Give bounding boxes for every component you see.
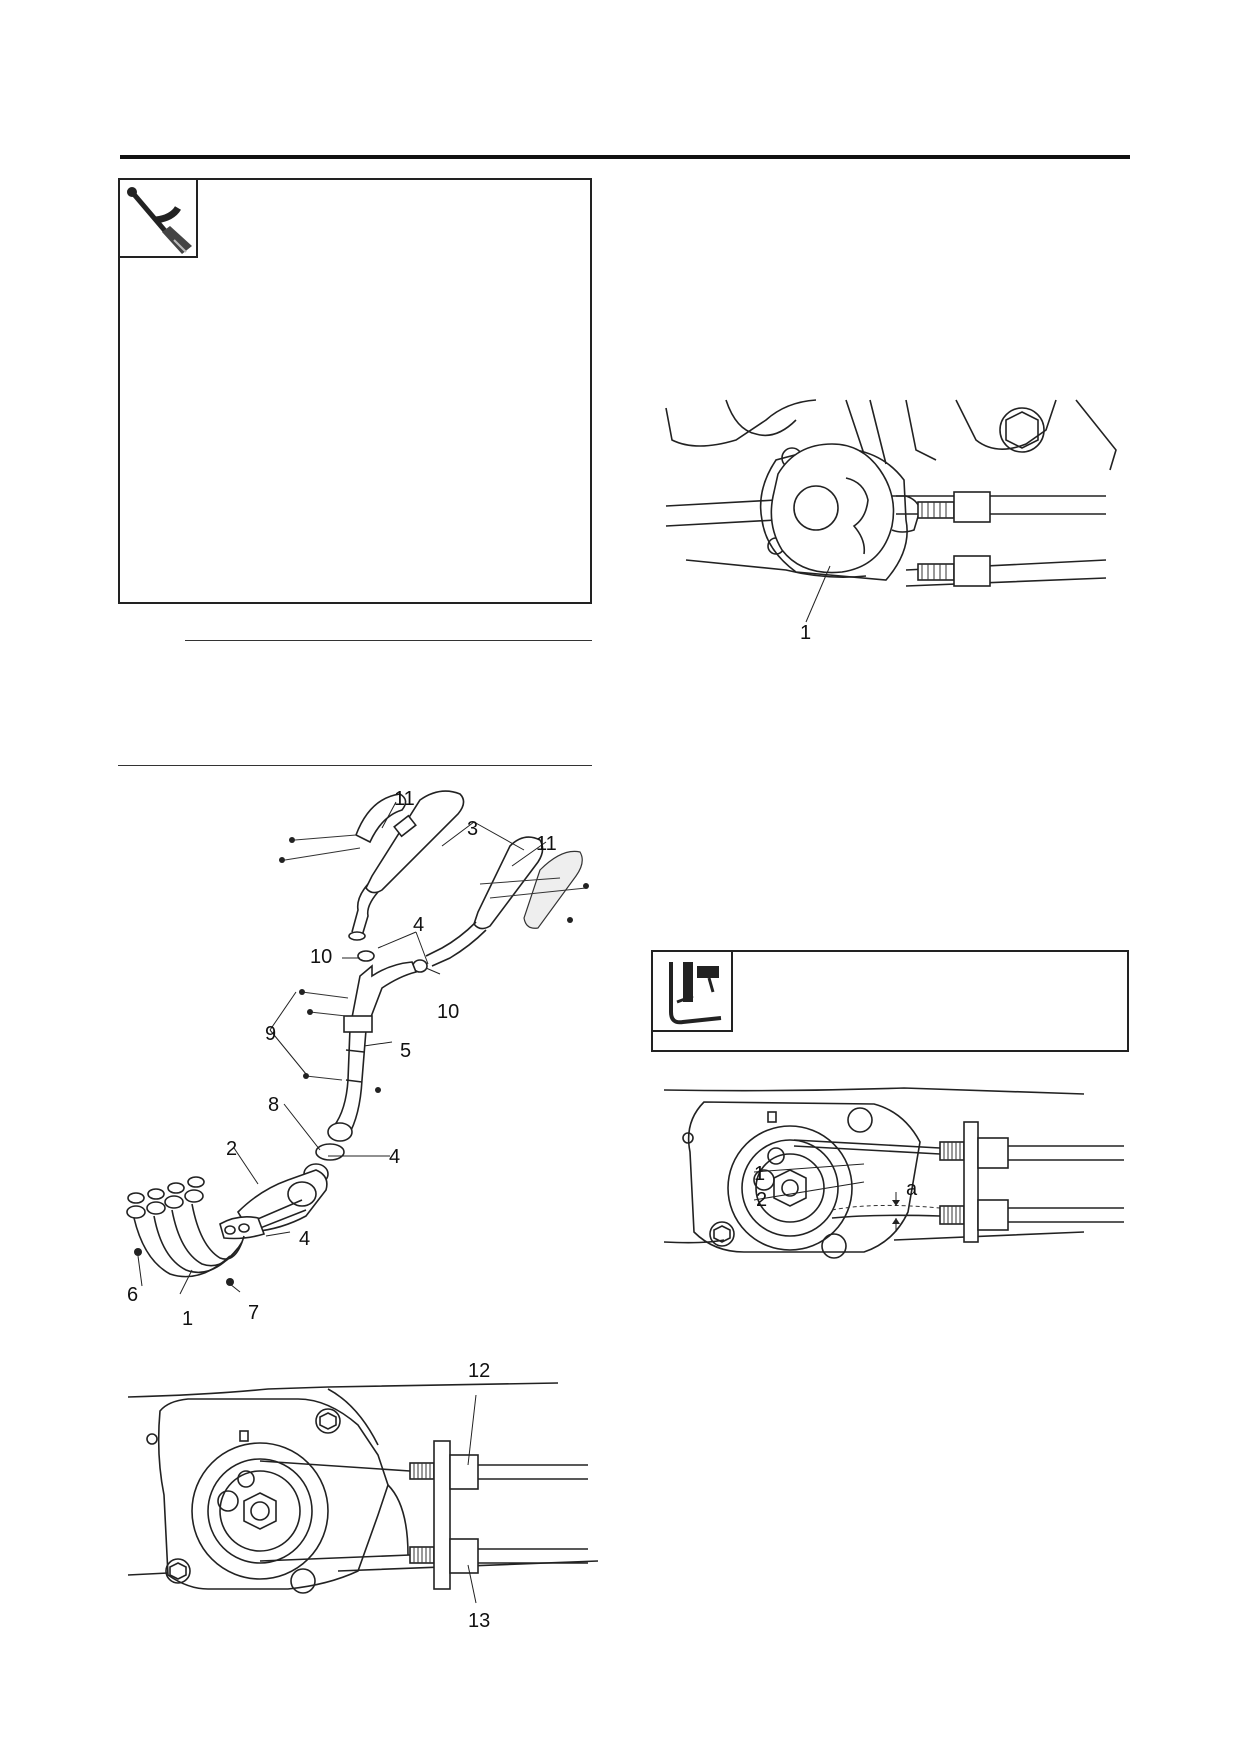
header-rule	[120, 155, 1130, 159]
callout-label: 8	[268, 1094, 280, 1116]
divider-rule	[118, 765, 592, 766]
callout-label: 6	[127, 1284, 139, 1306]
throttle-pulley-cable-diagram	[127, 1382, 599, 1604]
divider-rule	[185, 640, 592, 641]
torque-wrench-icon	[118, 178, 198, 258]
callout-label: 1	[800, 622, 812, 644]
callout-label: 10	[310, 946, 333, 968]
vernier-caliper-icon	[651, 950, 733, 1032]
callout-label: 5	[400, 1040, 412, 1062]
callout-label: 4	[413, 914, 425, 936]
callout-label: 2	[756, 1189, 768, 1211]
callout-label: 4	[299, 1228, 311, 1250]
callout-label: 4	[389, 1146, 401, 1168]
callout-label: 13	[468, 1610, 491, 1632]
callout-label: a	[906, 1178, 918, 1200]
callout-label: 10	[437, 1001, 460, 1023]
callout-label: 1	[182, 1308, 194, 1330]
throttle-cable-free-play-diagram	[663, 1087, 1124, 1259]
callout-label: 3	[467, 818, 479, 840]
callout-label: 1	[754, 1163, 766, 1185]
callout-label: 11	[536, 833, 557, 855]
exhaust-exploded-diagram	[126, 790, 589, 1295]
callout-label: 9	[265, 1023, 277, 1045]
tightening-torque-box	[118, 178, 592, 604]
callout-label: 11	[394, 788, 415, 810]
callout-label: 12	[468, 1360, 491, 1382]
callout-label: 2	[226, 1138, 238, 1160]
pulley-cover-diagram	[665, 399, 1117, 623]
callout-label: 7	[248, 1302, 260, 1324]
